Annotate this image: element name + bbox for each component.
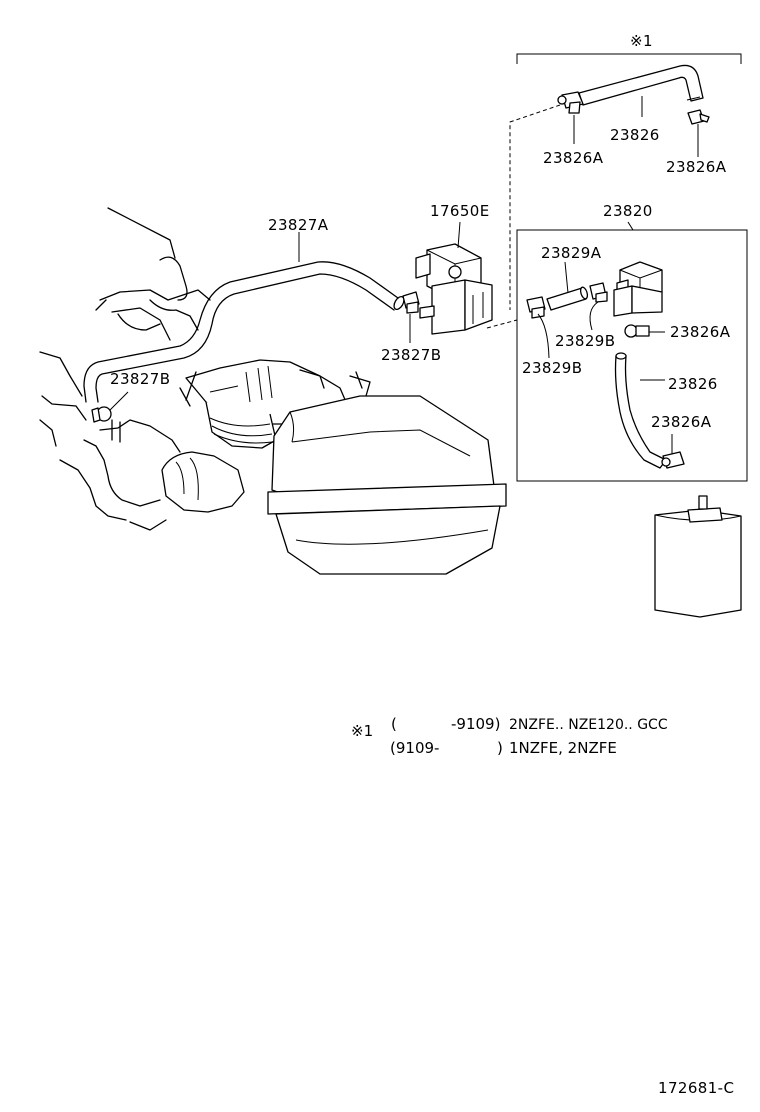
clamp-23826A-top-right — [687, 109, 710, 125]
label-23826A-top-left: 23826A — [543, 149, 604, 167]
canister-large — [654, 495, 742, 618]
leader-lines — [109, 96, 699, 454]
top-bracket-marker: ※1 — [630, 32, 653, 50]
vsv-17650E — [415, 243, 493, 335]
note-line2-close: ) — [497, 739, 503, 757]
applicability-notes: ※1 ( -9109) 2NZFE.. NZE120.. GCC (9109- … — [351, 715, 668, 757]
engine-block — [39, 207, 211, 531]
note-line1-desc: 2NZFE.. NZE120.. GCC — [509, 717, 668, 733]
clamp-23827B-center — [402, 291, 420, 314]
note-line2-range: (9109- — [390, 739, 439, 757]
clamp-23826A-top-left — [557, 91, 584, 114]
clamp-23829B-right — [589, 282, 608, 303]
label-23826-top: 23826 — [610, 126, 660, 144]
label-23826A-top-right: 23826A — [666, 158, 727, 176]
label-23820: 23820 — [603, 202, 653, 220]
dashed-leader-mid — [486, 319, 518, 329]
label-23829B-left: 23829B — [522, 359, 582, 377]
hose-23826-top — [578, 64, 704, 106]
note-marker: ※1 — [351, 722, 373, 740]
label-23827B-center: 23827B — [381, 346, 441, 364]
group-box-23820 — [516, 229, 748, 482]
diagram-code: 172681-C — [658, 1079, 734, 1097]
top-bracket: ※1 — [516, 32, 742, 64]
label-23829A: 23829A — [541, 244, 602, 262]
label-23827A: 23827A — [268, 216, 329, 234]
clamp-23826A-box-lower — [661, 451, 685, 469]
air-cleaner — [267, 371, 507, 575]
clamp-23827B-left — [91, 406, 112, 423]
label-23826A-box-lower: 23826A — [651, 413, 712, 431]
clamp-23829B-left — [526, 296, 546, 319]
note-line2-desc: 1NZFE, 2NZFE — [509, 739, 617, 757]
hose-23827A — [83, 261, 405, 403]
label-17650E: 17650E — [430, 202, 490, 220]
canister-small — [613, 261, 663, 317]
label-23826A-box-upper: 23826A — [670, 323, 731, 341]
label-23829B-right: 23829B — [555, 332, 615, 350]
hose-23829A — [546, 286, 589, 311]
note-line1-open: ( — [391, 715, 397, 733]
clamp-23826A-box-upper — [624, 324, 650, 338]
hose-23826-box — [614, 352, 667, 469]
label-23827B-left: 23827B — [110, 370, 170, 388]
label-23826-box: 23826 — [668, 375, 718, 393]
note-line1-range: -9109) — [451, 715, 500, 733]
dashed-leader-top — [509, 104, 561, 310]
